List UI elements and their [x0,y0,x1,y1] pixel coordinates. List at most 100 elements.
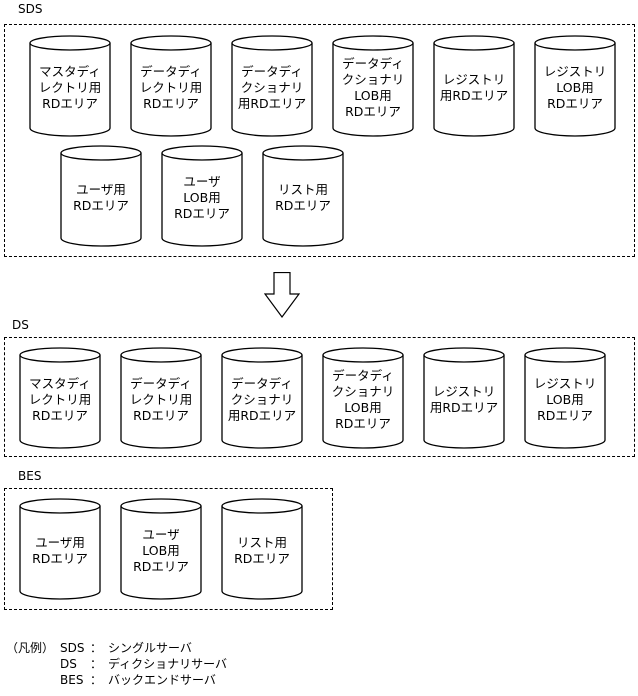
legend-title: （凡例） [6,641,55,655]
cylinder-label-line: RDエリア [335,416,391,431]
cylinder-shape [221,498,303,600]
cylinder-label-line: LOB用 [142,543,180,558]
sds-label: SDS [18,2,43,16]
cylinder-label-line: レクトリ用 [129,392,193,407]
cylinder-label-line: データディ [241,64,303,79]
cylinder-label-line: RDエリア [133,408,189,423]
cylinder-label-line: ユーザ用 [35,535,85,550]
cylinder-label-line: RDエリア [537,408,593,423]
cylinder-label: データディクショナリ用RDエリア [231,49,313,127]
cylinder-label-line: レジストリ [442,72,506,87]
cylinder-label-line: データディ [130,376,192,391]
cylinder-label-line: クショナリ [331,384,395,399]
cylinder-label-line: LOB用 [556,80,594,95]
bes-group-box [4,488,333,610]
cylinder-label-line: 用RDエリア [429,400,499,415]
cylinder-label-line: LOB用 [546,392,584,407]
cylinder-label-line: レクトリ用 [38,80,102,95]
cylinder-label-line: リスト用 [277,182,328,197]
cylinder-label-line: ユーザ用 [76,182,126,197]
cylinder-shape [524,347,606,449]
ds-group-box [4,337,635,457]
cylinder-shape [120,347,202,449]
cylinder-shape [423,347,505,449]
rd-area-cylinder: データディクショナリ用RDエリア [231,35,313,137]
cylinder-label-line: RDエリア [547,96,603,111]
legend-abbr: DS [60,657,77,671]
cylinder-label-line: クショナリ [230,392,294,407]
cylinder-label-line: LOB用 [354,88,392,103]
cylinder-label-line: RDエリア [42,96,98,111]
cylinder-label-line: クショナリ [341,72,405,87]
cylinder-shape [19,498,101,600]
cylinder-label-line: RDエリア [174,206,230,221]
cylinder-shape [120,498,202,600]
legend-abbr: BES [60,673,84,687]
cylinder-label-line: RDエリア [73,198,129,213]
cylinder-label-line: RDエリア [32,551,88,566]
cylinder-shape [130,35,212,137]
cylinder-label-line: RDエリア [275,198,331,213]
cylinder-shape [262,145,344,247]
sds-group-box [4,24,635,257]
cylinder-label-line: リスト用 [236,535,287,550]
bes-label: BES [18,469,42,483]
rd-area-cylinder: データディクショナリ用RDエリア [221,347,303,449]
cylinder-label-line: 用RDエリア [237,96,307,111]
cylinder-label-line: LOB用 [183,190,221,205]
cylinder-shape [29,35,111,137]
cylinder-label-line: RDエリア [345,104,401,119]
cylinder-label-line: RDエリア [234,551,290,566]
cylinder-label-line: データディ [342,56,404,71]
cylinder-label-line: レクトリ用 [28,392,92,407]
legend-description: ディクショナリサーバ [108,657,228,671]
cylinder-label-line: レクトリ用 [139,80,203,95]
cylinder-label: レジストリ用RDエリア [433,49,515,127]
cylinder-label-line: データディ [332,368,394,383]
cylinder-label-line: レジストリ [533,376,597,391]
legend-separator: ： [90,641,103,655]
cylinder-shape [433,35,515,137]
cylinder-shape [161,145,243,247]
cylinder-shape [60,145,142,247]
cylinder-label-line: RDエリア [143,96,199,111]
down-arrow-icon [264,272,300,318]
cylinder-label-line: ユーザ [183,174,221,189]
cylinder-label: データディクショナリ用RDエリア [221,361,303,439]
cylinder-label-line: RDエリア [133,559,189,574]
cylinder-label-line: レジストリ [543,64,607,79]
cylinder-label-line: RDエリア [32,408,88,423]
cylinder-shape [332,35,414,137]
cylinder-label-line: マスタディ [29,376,91,391]
cylinder-shape [221,347,303,449]
cylinder-label-line: マスタディ [39,64,101,79]
ds-label: DS [12,318,29,332]
legend-description: バックエンドサーバ [108,673,216,687]
rd-area-cylinder: レジストリ用RDエリア [433,35,515,137]
cylinder-shape [322,347,404,449]
cylinder-shape [19,347,101,449]
cylinder-label-line: 用RDエリア [227,408,297,423]
cylinder-label: レジストリ用RDエリア [423,361,505,439]
